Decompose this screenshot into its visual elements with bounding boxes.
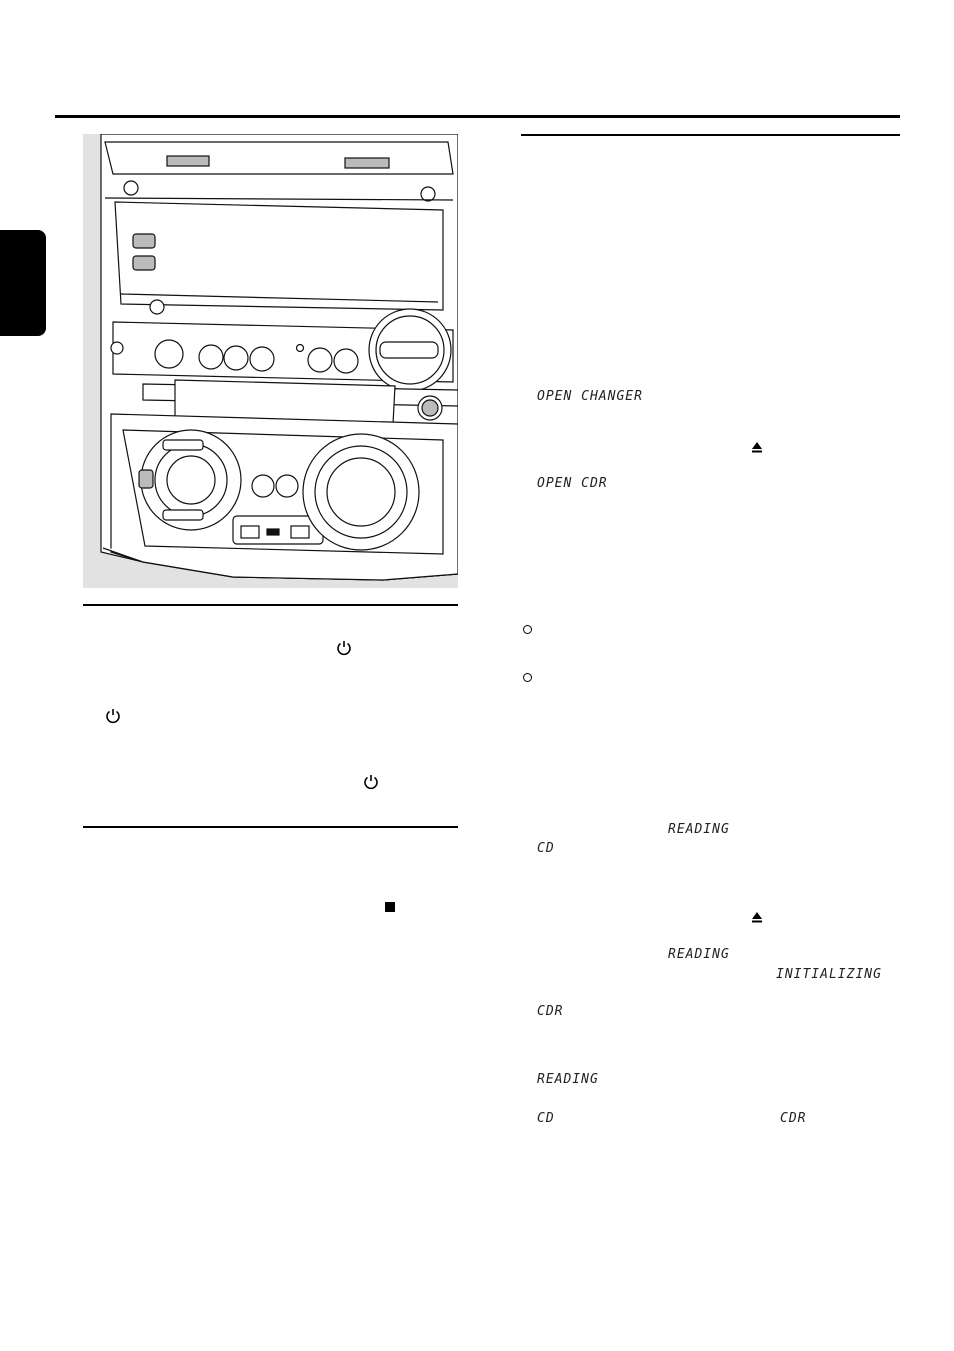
cd-recorder-drawing [100, 134, 458, 581]
display-open-cdr: OPEN CDR [537, 476, 608, 491]
section-rule-left-1 [83, 604, 458, 606]
device-illustration [83, 134, 458, 588]
language-tab [0, 230, 46, 336]
display-cdr-1: CDR [537, 1004, 564, 1019]
display-reading-3: READING [537, 1072, 599, 1087]
header-rule [55, 115, 900, 118]
display-initializing: INITIALIZING [776, 967, 882, 982]
power-icon [105, 708, 121, 729]
power-icon [363, 774, 379, 795]
eject-icon [751, 910, 763, 928]
section-rule-left-2 [83, 826, 458, 828]
power-icon [336, 640, 352, 661]
display-reading-2: READING [668, 947, 730, 962]
circle-bullet-icon [523, 673, 532, 682]
circle-bullet-icon [523, 625, 532, 634]
eject-icon [751, 440, 763, 458]
stop-icon [385, 902, 395, 912]
section-rule-right [521, 134, 900, 136]
display-reading-1: READING [668, 822, 730, 837]
display-open-changer: OPEN CHANGER [537, 389, 643, 404]
display-cd-1: CD [537, 841, 555, 856]
display-cd-2: CD [537, 1111, 555, 1126]
display-cdr-2: CDR [780, 1111, 807, 1126]
